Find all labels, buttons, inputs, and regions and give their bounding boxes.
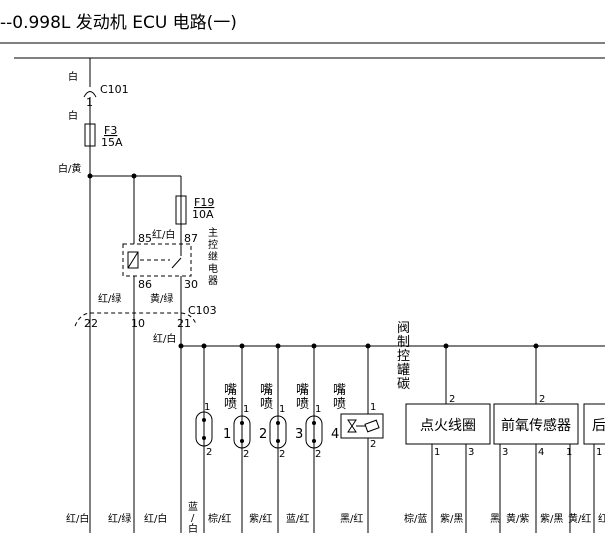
ignition-coil — [405, 403, 491, 445]
injector-3-label-char-2: 喷 — [296, 397, 309, 412]
injector-2-pin-top: 1 — [279, 404, 285, 415]
wire-color-white-1: 白 — [68, 70, 78, 83]
relay-name-char-4: 电 — [208, 262, 218, 275]
injector-3-number: 3 — [295, 427, 303, 442]
injector-4-pin-top: 1 — [370, 402, 376, 413]
fuse-f3-name: F3 — [104, 124, 117, 137]
injector-2-label-char-1: 嘴 — [260, 383, 273, 398]
bottom-wire-label: 红 — [598, 512, 605, 525]
o2-sensor-label: 前氧传感器 — [501, 417, 571, 434]
injector-1-pin-top: 1 — [243, 404, 249, 415]
injector-2-label-char-2: 喷 — [260, 397, 273, 412]
fuse-f3-rating: 15A — [101, 136, 123, 149]
bottom-wire-label: 红/白 — [144, 512, 167, 525]
bottom-wire-label: 棕/红 — [208, 512, 231, 525]
bottom-wire-label: / — [191, 513, 195, 524]
relay-wire-85: 红/白 — [152, 228, 175, 241]
relay-pin-85: 85 — [138, 232, 152, 245]
ignition-coil-pin-1: 1 — [434, 447, 440, 458]
bottom-wire-label: 棕/蓝 — [404, 512, 427, 525]
o2-sensor-pin-3: 3 — [502, 447, 508, 458]
injector-1-label-char-2: 喷 — [224, 397, 237, 412]
o2-sensor-pin-4: 4 — [538, 447, 544, 458]
relay-switch — [171, 257, 182, 269]
front-oxygen-sensor — [493, 403, 579, 445]
bottom-wire-label: 紫/黑 — [440, 513, 463, 525]
relay-main-control — [122, 243, 192, 277]
wire-color-yellow-green: 黄/绿 — [150, 292, 173, 305]
bottom-wire-label: 紫/黑 — [540, 513, 563, 525]
injector-4-pin-bottom: 2 — [370, 439, 376, 450]
bottom-wire-label: 黑/红 — [340, 512, 363, 525]
injector-1-pin-bottom: 2 — [243, 449, 249, 460]
canister-label-char-3: 控 — [397, 349, 410, 364]
wire-color-white-yellow: 白/黄 — [58, 162, 81, 175]
relay-name-char-5: 器 — [208, 275, 218, 287]
canister-label-char-2: 制 — [397, 335, 410, 350]
injector-3-pin-bottom: 2 — [315, 449, 321, 460]
canister-label-char-4: 罐 — [397, 363, 410, 378]
c103-pin-10: 10 — [131, 317, 145, 330]
first-component-pin-bottom: 2 — [206, 447, 212, 458]
bottom-wire-label: 蓝/红 — [286, 512, 309, 525]
relay-pin-86: 86 — [138, 278, 152, 291]
relay-pin-30: 30 — [184, 278, 198, 291]
partial-box-pin-1: 1 — [596, 447, 602, 458]
fuse-f19-rating: 10A — [192, 208, 214, 221]
relay-name-char-1: 主 — [208, 227, 218, 239]
injector-3-label-char-1: 嘴 — [296, 383, 309, 398]
bottom-wire-label: 红/白 — [66, 512, 89, 525]
relay-pin-87: 87 — [184, 232, 198, 245]
injector-4-label-char-2: 喷 — [333, 397, 346, 412]
injector-1-number: 1 — [223, 427, 231, 442]
injector-2-pin-bottom: 2 — [279, 449, 285, 460]
bottom-wire-label: 黄/紫 — [506, 512, 529, 525]
first-component-pin-top: 1 — [204, 402, 210, 413]
connector-c103 — [74, 312, 197, 327]
junction-dot — [87, 173, 93, 179]
relay-name-char-3: 继 — [208, 250, 218, 263]
c103-pin-22: 22 — [84, 317, 98, 330]
ignition-coil-pin-top: 2 — [449, 394, 455, 405]
ignition-coil-pin-3: 3 — [468, 447, 474, 458]
c103-label: C103 — [188, 304, 217, 317]
canister-label-char-1: 阀 — [397, 321, 410, 336]
partial-box-label: 后 — [592, 418, 605, 434]
fuse-f19-name: F19 — [194, 196, 214, 209]
ignition-coil-label: 点火线圈 — [420, 418, 476, 434]
rear-component-partial — [583, 403, 605, 445]
bottom-wire-label: 红/绿 — [108, 512, 131, 525]
injector-4-label-char-1: 嘴 — [333, 383, 346, 398]
bottom-wire-label: 紫/红 — [249, 512, 272, 525]
o2-sensor-pin-top: 2 — [539, 394, 545, 405]
c103-pin-21: 21 — [177, 317, 191, 330]
injector-3-pin-top: 1 — [315, 404, 321, 415]
relay-name-char-2: 控 — [208, 238, 218, 251]
bottom-wire-label: 黑 — [490, 513, 500, 525]
canister-label-char-5: 碳 — [397, 377, 410, 392]
injector-4-number: 4 — [331, 427, 339, 442]
o2-sensor-pin-1: 1 — [566, 447, 572, 458]
wire-color-red-green: 红/绿 — [98, 292, 121, 305]
injector-2-number: 2 — [259, 427, 267, 442]
bottom-wire-label: 黄/红 — [568, 512, 591, 525]
c101-label: C101 — [100, 83, 129, 96]
connector-c101 — [83, 91, 97, 98]
bus-wire-color: 红/白 — [153, 332, 176, 345]
injector-1-label-char-1: 嘴 — [224, 383, 237, 398]
bottom-wire-label: 白 — [188, 522, 198, 533]
bottom-wire-label: 蓝 — [188, 501, 198, 513]
page-title: --0.998L 发动机 ECU 电路(一) — [0, 13, 237, 33]
wire-color-white-2: 白 — [68, 109, 78, 122]
